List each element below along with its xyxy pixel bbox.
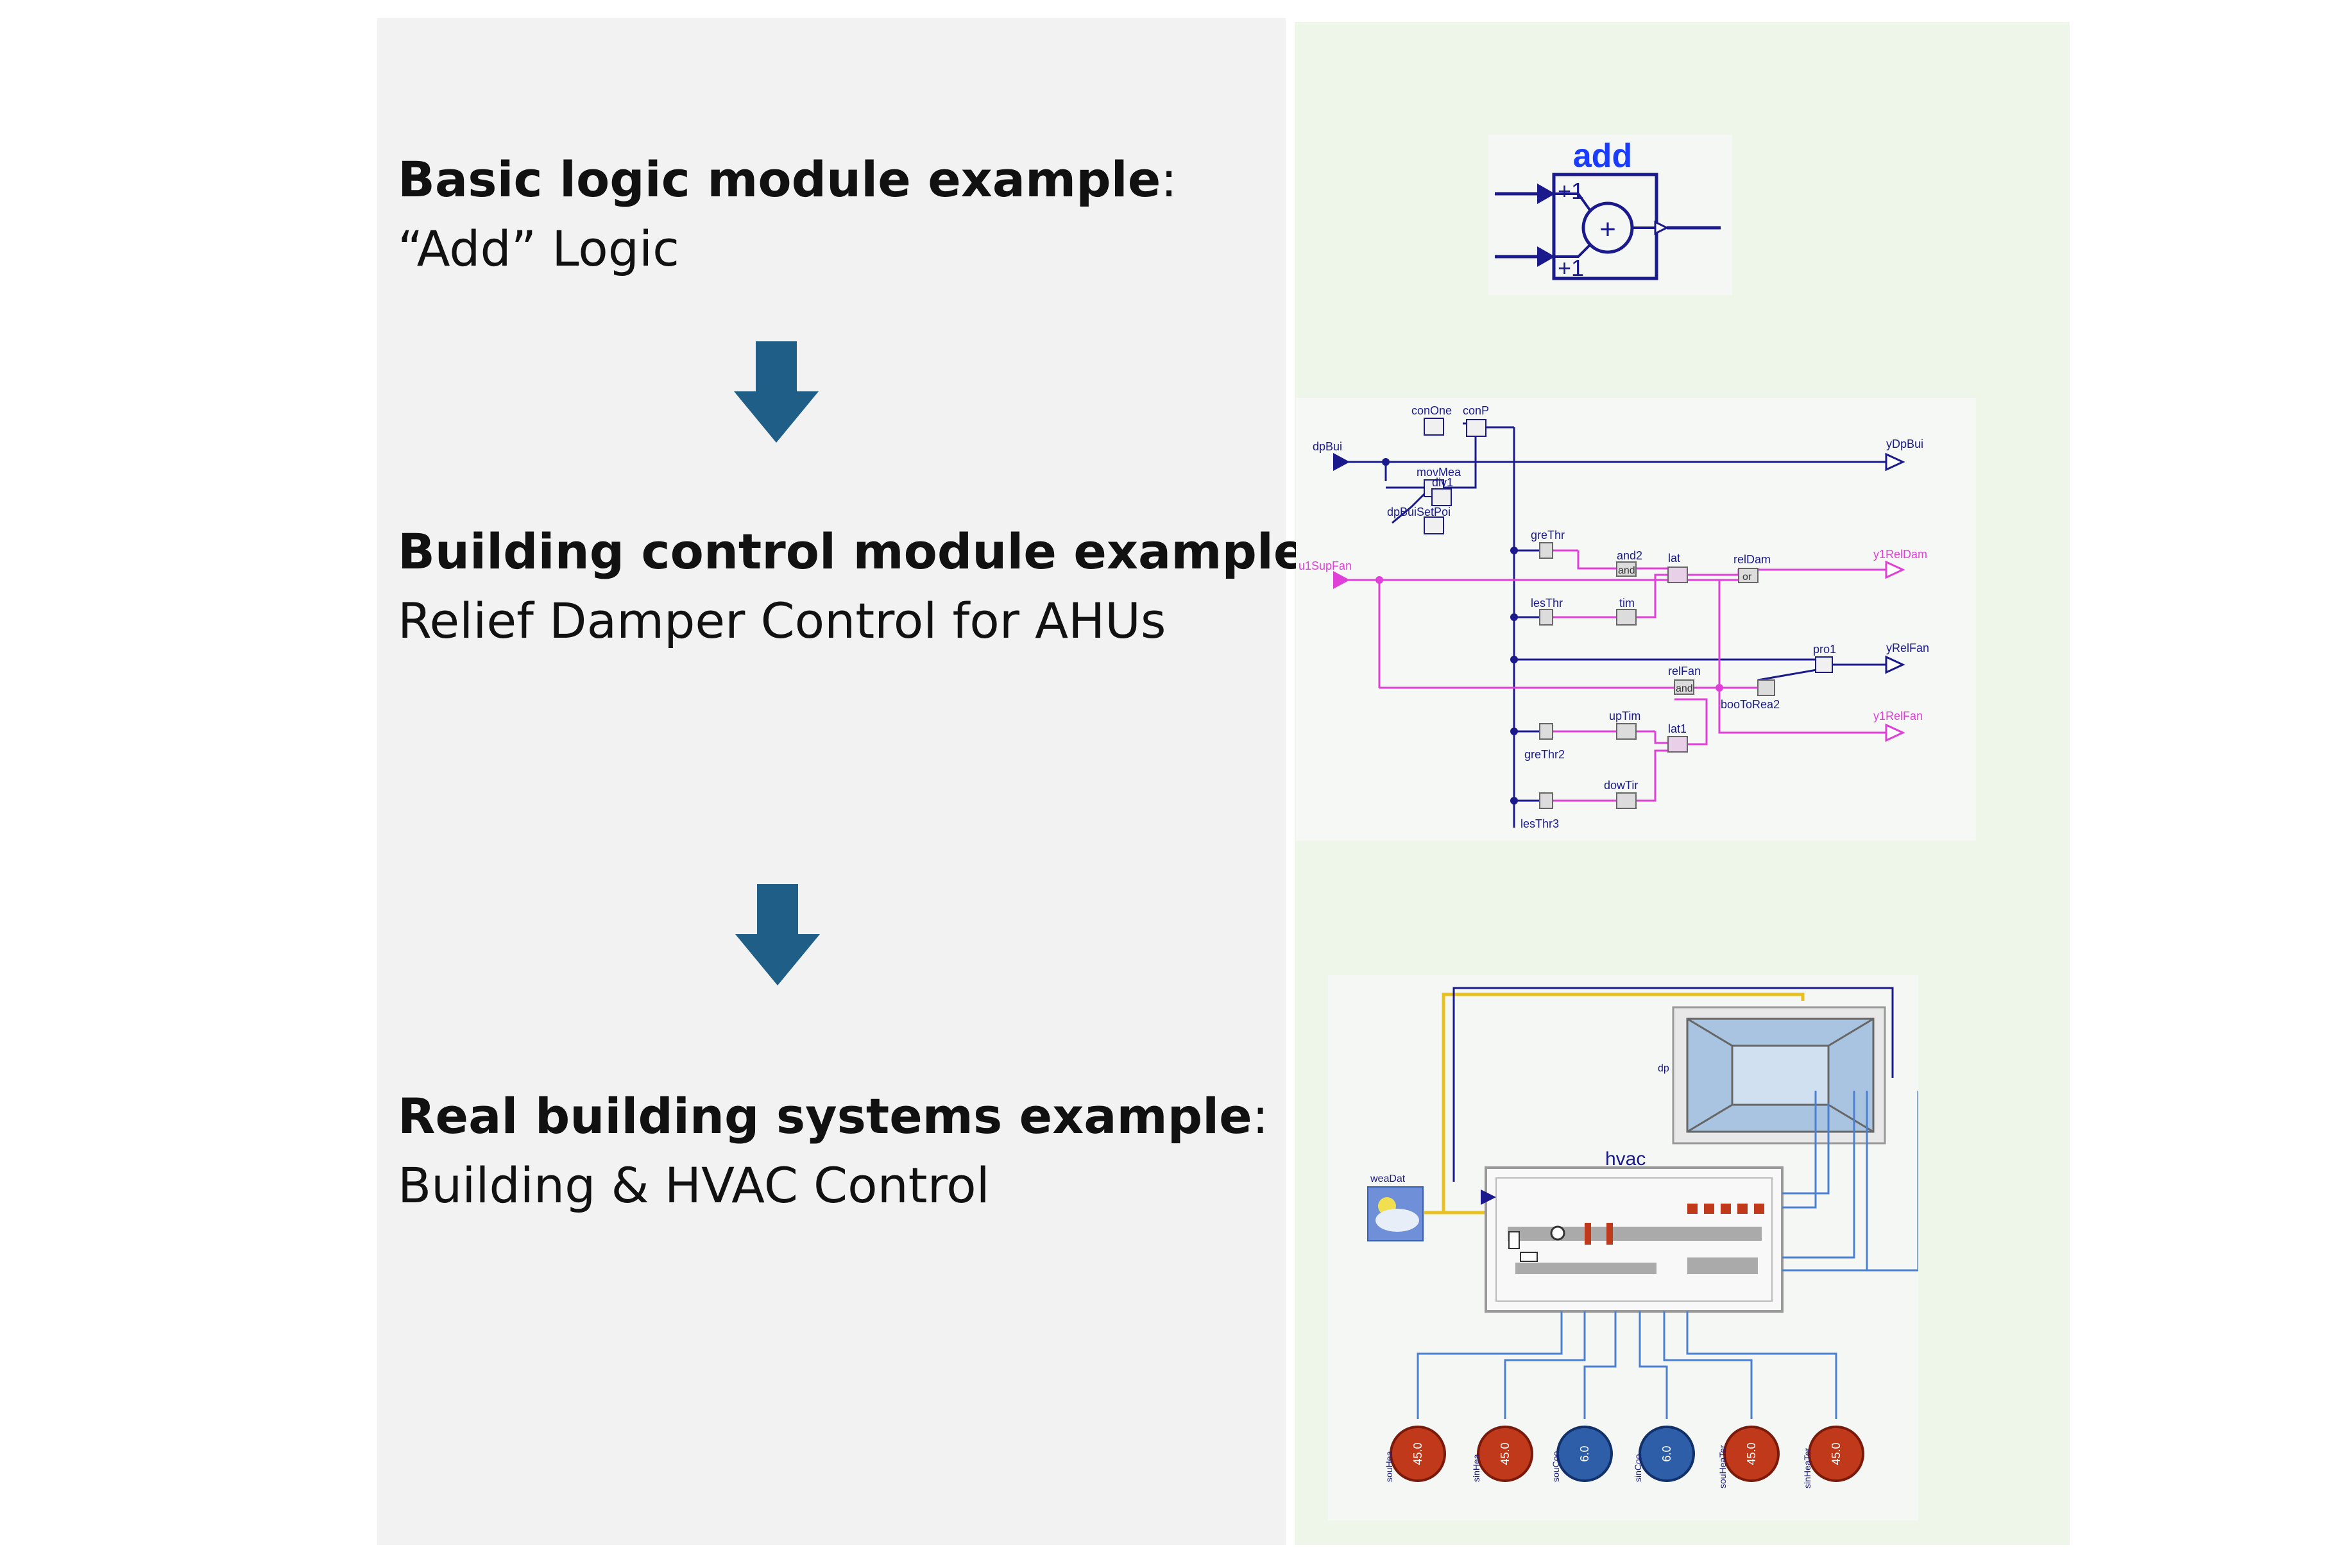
gate-label: and — [1618, 565, 1635, 576]
hvac-system-diagram: dp weaDat hvac 45.0 — [1328, 975, 1918, 1521]
block-label: lesThr3 — [1520, 817, 1559, 830]
source-value: 45.0 — [1411, 1442, 1424, 1465]
source-value: 45.0 — [1745, 1442, 1758, 1465]
dp-label: dp — [1658, 1063, 1669, 1074]
source-value: 6.0 — [1578, 1445, 1591, 1461]
down-arrow-icon — [734, 341, 819, 443]
input-label: u1SupFan — [1299, 559, 1352, 572]
add-block-plus1: +1 — [1558, 178, 1584, 204]
source-tank-icon: 45.0 — [1390, 1426, 1446, 1482]
input-port-icon — [1333, 571, 1350, 589]
source-tanks: 45.0 45.0 6.0 6.0 45.0 45.0 — [1390, 1426, 1864, 1482]
source-tank-icon: 45.0 — [1477, 1426, 1533, 1482]
section-title: Real building systems example — [398, 1087, 1252, 1145]
gate-label: and — [1676, 683, 1693, 694]
source-name: souCoo — [1551, 1451, 1561, 1482]
source-tank-icon: 6.0 — [1556, 1426, 1613, 1482]
source-name: sinCoo — [1633, 1454, 1643, 1482]
weather-cloud-icon — [1367, 1186, 1424, 1241]
hvac-label: hvac — [1605, 1148, 1646, 1170]
block-label: greThr — [1531, 529, 1565, 541]
output-label: y1RelFan — [1873, 710, 1923, 722]
block-label: relFan — [1668, 665, 1701, 677]
source-name: souHeaTer — [1717, 1445, 1728, 1488]
input-label: dpBui — [1313, 440, 1342, 453]
block-label: pro1 — [1813, 643, 1836, 656]
block-label: tim — [1619, 597, 1635, 609]
output-port-icon — [1885, 655, 1905, 674]
block-label: lesThr — [1531, 597, 1563, 609]
output-port-icon — [1885, 560, 1905, 579]
weather-label: weaDat — [1370, 1173, 1406, 1184]
block-label: div1 — [1432, 476, 1453, 489]
section-colon: : — [1161, 151, 1177, 208]
output-label: y1RelDam — [1873, 548, 1927, 561]
source-name: sinHea — [1471, 1454, 1481, 1482]
block-label: conP — [1463, 404, 1489, 417]
source-tank-icon: 45.0 — [1723, 1426, 1780, 1482]
block-label: and2 — [1617, 549, 1642, 562]
left-panel — [377, 18, 1286, 1545]
block-label: booToRea2 — [1721, 698, 1780, 711]
block-label: upTim — [1609, 710, 1640, 722]
source-name: sinHeaTer — [1802, 1448, 1812, 1488]
input-port-icon — [1537, 183, 1555, 204]
section-building-control: Building control module example: Relief … — [398, 517, 1326, 656]
section-real-building: Real building systems example: Building … — [398, 1082, 1268, 1220]
source-tank-icon: 6.0 — [1639, 1426, 1695, 1482]
add-block-diagram: add + +1 +1 — [1488, 135, 1732, 295]
output-label: yRelFan — [1886, 642, 1929, 654]
section-title: Building control module example: — [398, 523, 1326, 580]
source-value: 45.0 — [1830, 1442, 1843, 1465]
building-model-icon — [1672, 1006, 1886, 1145]
gate-label: or — [1742, 572, 1752, 583]
section-subtitle: Relief Damper Control for AHUs — [398, 592, 1166, 649]
source-value: 6.0 — [1660, 1445, 1673, 1461]
add-block-sum: + — [1599, 214, 1616, 245]
input-port-icon — [1537, 246, 1555, 267]
down-arrow-icon — [735, 884, 820, 985]
block-label: dowTir — [1604, 779, 1638, 792]
block-label: lat1 — [1668, 722, 1687, 735]
section-subtitle: “Add” Logic — [398, 219, 679, 277]
hvac-components — [1508, 1225, 1762, 1274]
block-label: greThr2 — [1524, 748, 1565, 761]
section-basic-logic: Basic logic module example: “Add” Logic — [398, 145, 1177, 284]
input-port-icon — [1481, 1189, 1496, 1205]
relief-labels: dpBui u1SupFan yDpBui y1RelDam yRelFan y… — [1299, 404, 1929, 830]
block-label: lat — [1668, 552, 1680, 565]
output-label: yDpBui — [1886, 438, 1923, 450]
input-port-icon — [1333, 453, 1350, 471]
output-port-icon — [1885, 723, 1905, 742]
section-colon: : — [1252, 1087, 1269, 1145]
source-name: souHea — [1384, 1451, 1394, 1482]
section-subtitle: Building & HVAC Control — [398, 1156, 990, 1214]
add-block-plus2: +1 — [1558, 255, 1584, 281]
relief-damper-diagram: dpBui u1SupFan yDpBui y1RelDam yRelFan y… — [1296, 398, 1976, 840]
source-tank-icon: 45.0 — [1808, 1426, 1864, 1482]
block-label: movMea — [1417, 466, 1461, 479]
source-value: 45.0 — [1499, 1442, 1512, 1465]
block-label: conOne — [1411, 404, 1452, 417]
add-block-label: add — [1573, 137, 1632, 175]
block-label: dpBuiSetPoi — [1387, 506, 1451, 518]
section-title: Basic logic module example — [398, 151, 1161, 208]
output-port-icon — [1885, 452, 1905, 472]
output-port-icon — [1654, 220, 1669, 235]
block-label: relDam — [1733, 553, 1771, 566]
